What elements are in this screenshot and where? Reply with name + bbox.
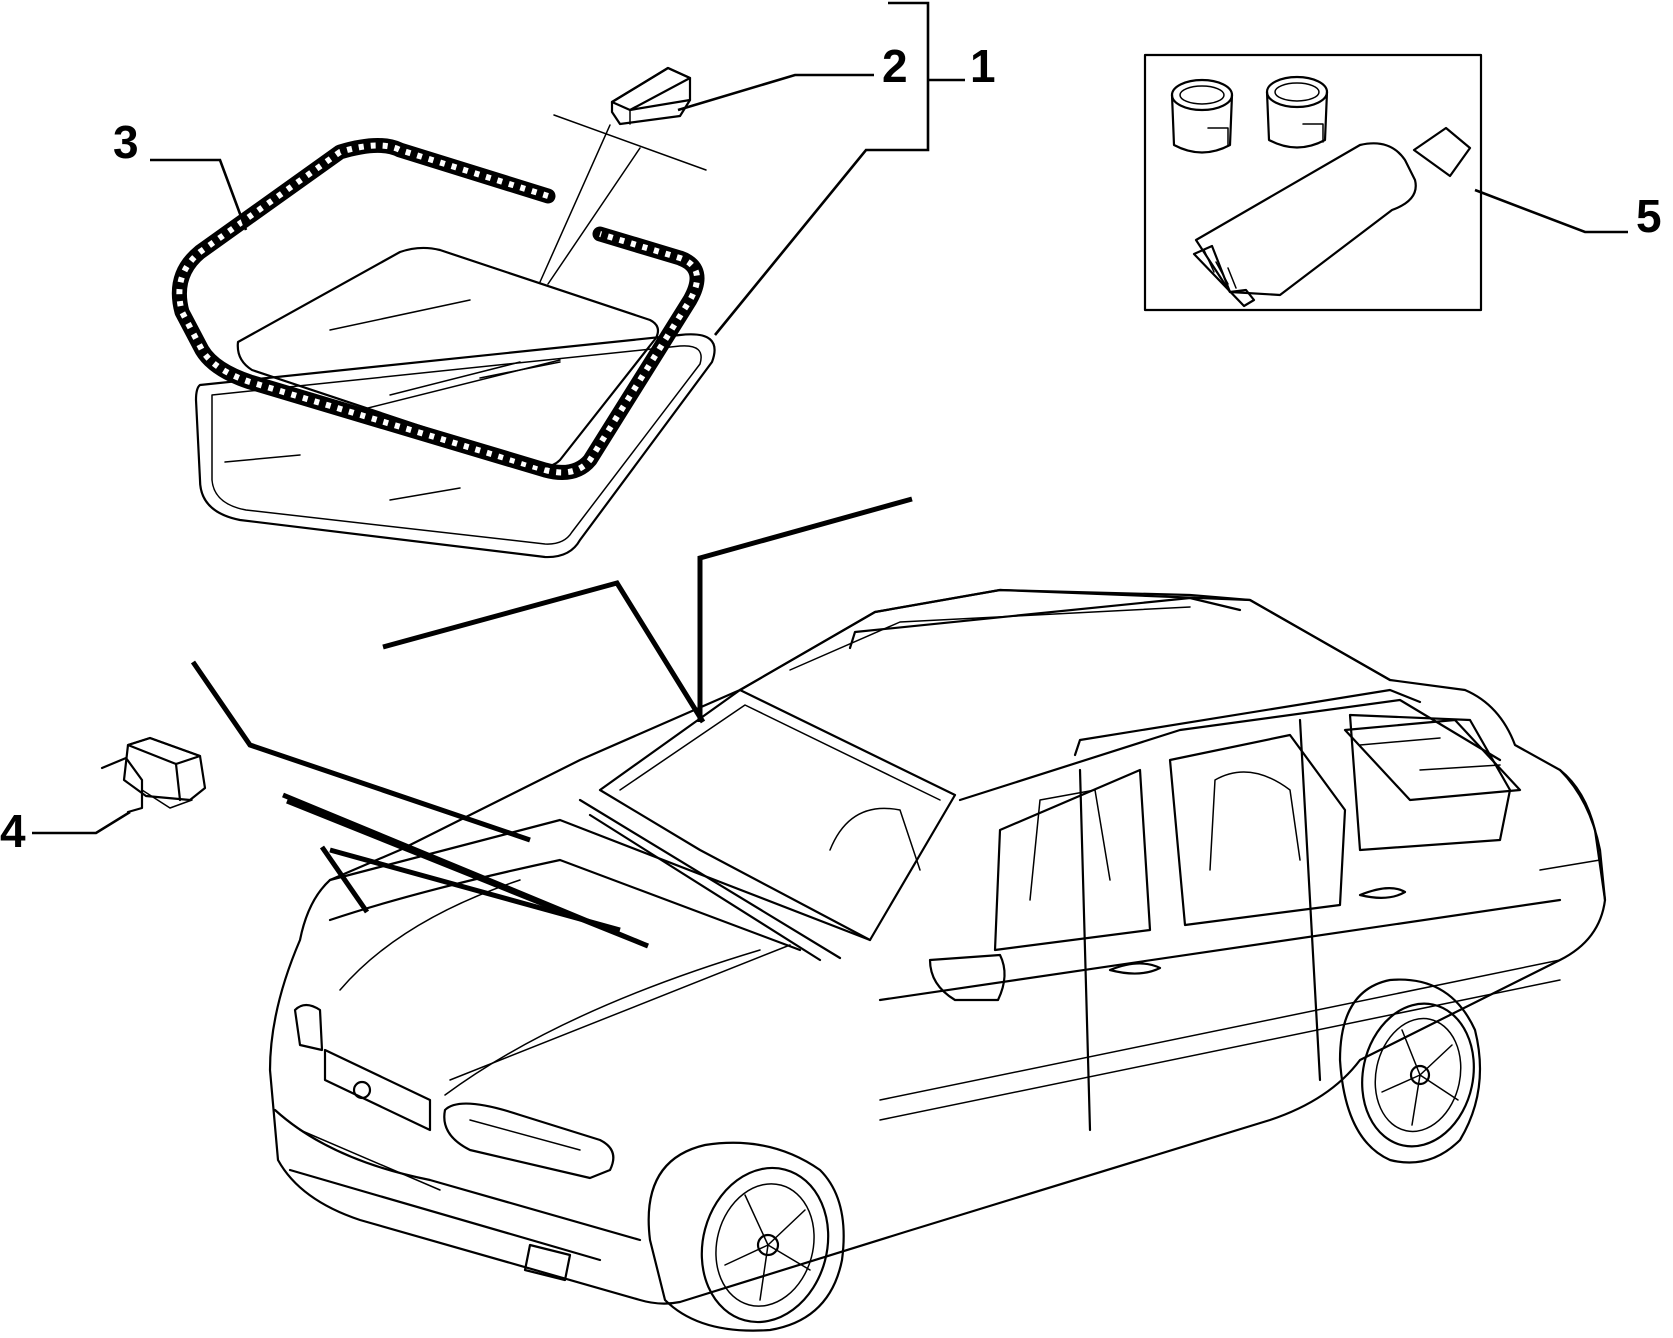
jar-icon-2 [1265,75,1329,149]
jar-icon [1170,78,1234,154]
indicator-line-3 [190,660,531,843]
indicator-line-2 [697,496,913,722]
callout-3: 3 [113,116,139,168]
leader-lines [32,1,1628,835]
callout-5: 5 [1636,190,1662,242]
indicator-line-1 [382,580,706,724]
front-wheel-icon [647,1141,845,1332]
windshield-assembly [171,138,716,559]
callout-4: 4 [0,805,26,857]
indicator-lines [190,496,913,949]
tube-icon [1192,126,1472,308]
sensor-clip [100,736,207,814]
windshield-seal [171,138,705,480]
rear-wheel-icon [1338,978,1482,1164]
callout-2: 2 [882,40,908,92]
indicator-line-4 [282,792,649,949]
windshield-glass [194,333,716,559]
adhesive-kit [1143,53,1483,312]
callout-1: 1 [970,40,996,92]
indicator-line-5 [319,845,370,914]
car-illustration [268,588,1607,1332]
indicator-line-6 [329,847,621,933]
callout-labels: 1 2 3 4 5 [0,40,1662,857]
